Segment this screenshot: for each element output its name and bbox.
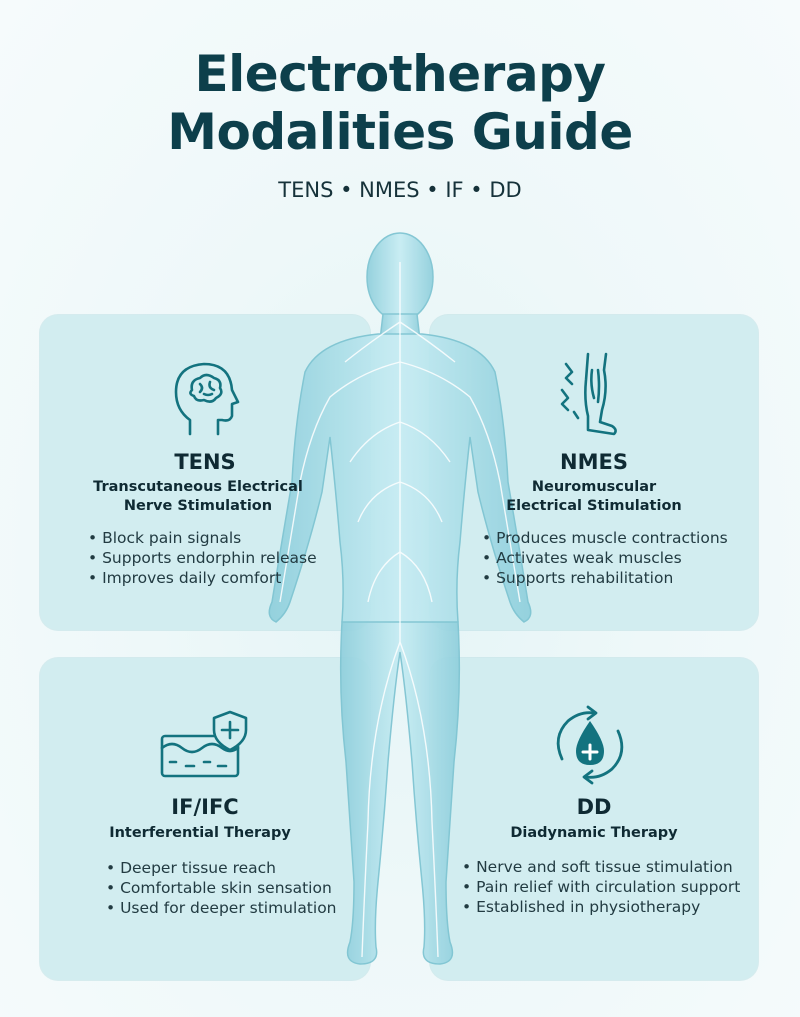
nmes-subtitle-line-2: Electrical Stimulation <box>506 498 682 514</box>
nmes-subtitle-line-1: Neuromuscular <box>531 479 657 495</box>
list-item: Activates weak muscles <box>482 548 728 568</box>
list-item: Comfortable skin sensation <box>106 878 337 898</box>
list-item: Supports endorphin release <box>88 548 317 568</box>
list-item: Produces muscle contractions <box>482 528 728 548</box>
list-item: Supports rehabilitation <box>482 568 728 588</box>
dd-title: DD <box>576 795 612 819</box>
list-item: Deeper tissue reach <box>106 858 337 878</box>
leg-muscle-icon <box>560 352 617 436</box>
list-item: Pain relief with circulation support <box>462 877 740 897</box>
nmes-bullet-list: Produces muscle contractions Activates w… <box>482 528 728 588</box>
list-item: Improves daily comfort <box>88 568 317 588</box>
tens-bullet-list: Block pain signals Supports endorphin re… <box>88 528 317 588</box>
tens-subtitle-line-2: Nerve Stimulation <box>123 498 273 514</box>
tens-subtitle-line-1: Transcutaneous Electrical <box>93 479 303 495</box>
tissue-shield-icon <box>160 710 248 778</box>
if-bullet-list: Deeper tissue reach Comfortable skin sen… <box>106 858 337 918</box>
nmes-title: NMES <box>560 450 628 474</box>
page-subtitle: TENS • NMES • IF • DD <box>278 178 522 202</box>
tens-title: TENS <box>174 450 236 474</box>
page-title-line-2: Modalities Guide <box>167 103 633 161</box>
list-item: Block pain signals <box>88 528 317 548</box>
dd-subtitle: Diadynamic Therapy <box>510 825 678 841</box>
page-title-line-1: Electrotherapy <box>194 45 606 103</box>
brain-head-icon <box>174 362 240 436</box>
if-subtitle: Interferential Therapy <box>109 825 291 841</box>
dd-bullet-list: Nerve and soft tissue stimulation Pain r… <box>462 857 740 917</box>
if-title: IF/IFC <box>171 795 239 819</box>
list-item: Used for deeper stimulation <box>106 898 336 918</box>
if-card <box>40 658 370 980</box>
drop-circulation-icon <box>556 705 624 785</box>
list-item: Nerve and soft tissue stimulation <box>462 857 740 877</box>
human-body-figure <box>268 232 532 965</box>
list-item: Established in physiotherapy <box>462 897 740 917</box>
